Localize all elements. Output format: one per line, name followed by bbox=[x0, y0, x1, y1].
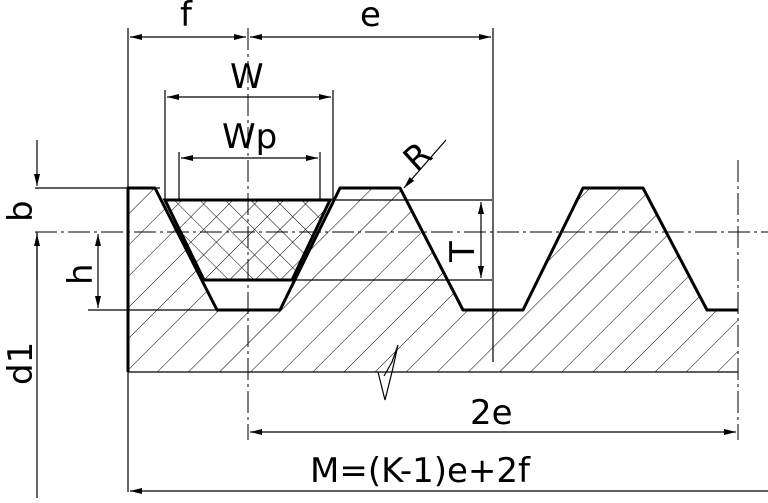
dim-r-leader bbox=[403, 139, 447, 189]
label-2e: 2e bbox=[470, 393, 513, 433]
label-wp: Wp bbox=[222, 117, 277, 157]
label-r: R bbox=[396, 134, 440, 180]
label-h: h bbox=[61, 263, 101, 285]
label-d1: d1 bbox=[1, 342, 41, 385]
label-e: e bbox=[360, 0, 381, 35]
label-m: M=(K-1)e+2f bbox=[310, 451, 531, 491]
label-b: b bbox=[1, 200, 41, 222]
label-w: W bbox=[230, 57, 264, 97]
break-line bbox=[377, 344, 399, 401]
label-f: f bbox=[180, 0, 193, 35]
label-t: T bbox=[443, 241, 483, 263]
